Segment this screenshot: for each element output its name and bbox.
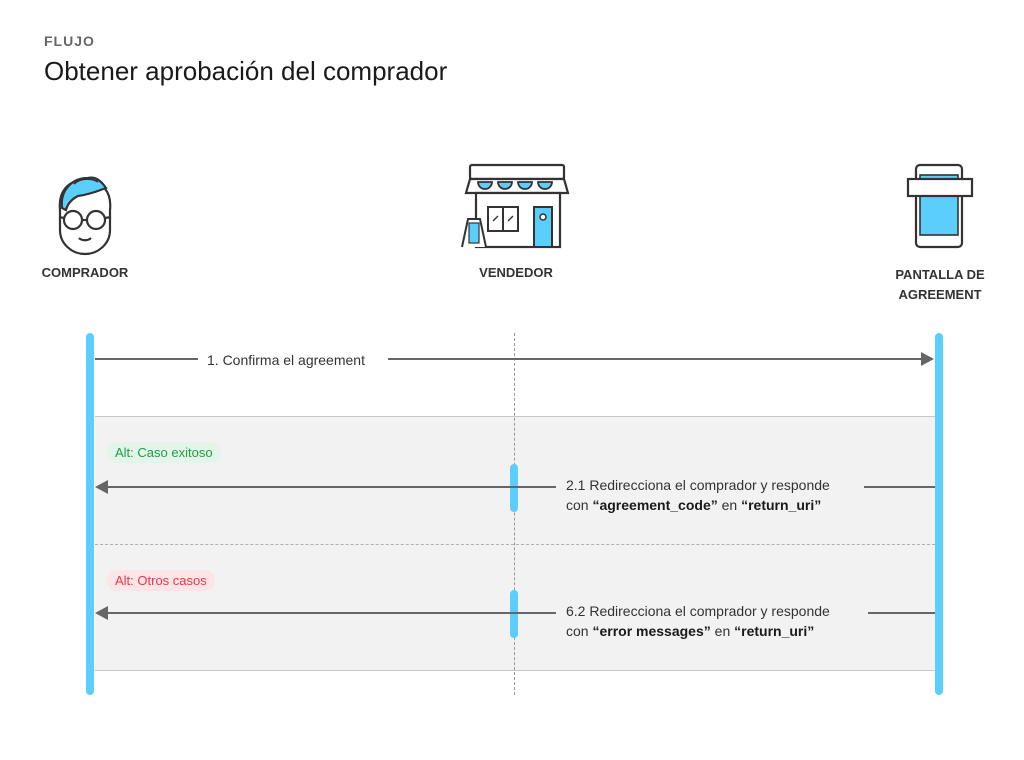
message-error-label: 6.2 Redirecciona el comprador y responde… [566, 601, 830, 641]
message-error-line1: 6.2 Redirecciona el comprador y responde [566, 603, 830, 619]
seller-lifeline [514, 333, 515, 695]
alt-success-badge: Alt: Caso exitoso [107, 442, 221, 463]
message-error-code: “error messages” [592, 623, 711, 639]
message-success-line2: con “agreement_code” en “return_uri” [566, 495, 830, 515]
actor-buyer-label: COMPRADOR [41, 265, 129, 280]
page-title: Obtener aprobación del comprador [44, 56, 448, 86]
message-success-label: 2.1 Redirecciona el comprador y responde… [566, 475, 830, 515]
actor-agreement-label: PANTALLA DE AGREEMENT [880, 265, 1000, 305]
buyer-avatar-icon [58, 176, 112, 256]
message-confirm-label: 1. Confirma el agreement [207, 352, 365, 368]
arrow-error-head [95, 606, 108, 620]
message-error-prefix: con [566, 623, 593, 639]
actor-agreement-label-line1: PANTALLA DE [895, 267, 985, 282]
store-icon [461, 163, 570, 249]
message-success-code: “agreement_code” [592, 497, 718, 513]
arrow-success-head [95, 480, 108, 494]
message-success-uri: “return_uri” [741, 497, 822, 513]
message-error-middle: en [710, 623, 735, 639]
arrow-confirm-head [921, 352, 934, 366]
actor-seller-label: VENDEDOR [479, 265, 553, 280]
message-error-uri: “return_uri” [734, 623, 815, 639]
message-success-prefix: con [566, 497, 593, 513]
agreement-lifeline [935, 333, 943, 695]
flow-eyebrow: FLUJO [44, 33, 95, 49]
message-error-line2: con “error messages” en “return_uri” [566, 621, 830, 641]
phone-screen-icon [906, 163, 974, 249]
actor-agreement-label-line2: AGREEMENT [898, 287, 982, 302]
alt-error-badge: Alt: Otros casos [107, 570, 215, 591]
message-success-line1: 2.1 Redirecciona el comprador y responde [566, 477, 830, 493]
message-success-middle: en [717, 497, 742, 513]
buyer-lifeline [86, 333, 94, 695]
alt-divider [95, 544, 935, 545]
